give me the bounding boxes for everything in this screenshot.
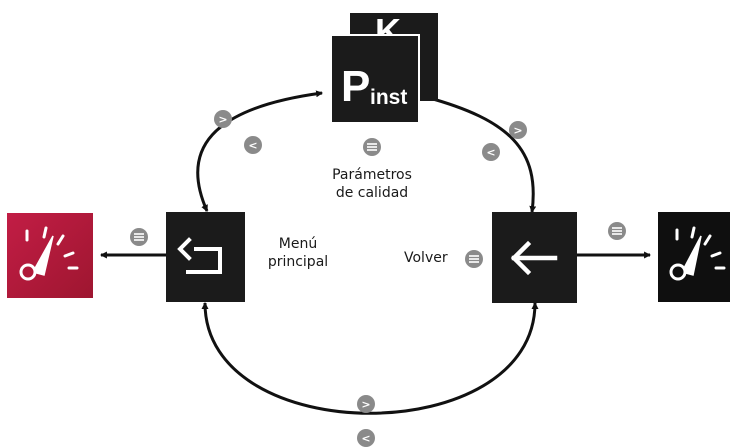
svg-text:<: < [361, 432, 370, 445]
main-menu-label: Menú principal [256, 235, 340, 271]
prev-badge-right-arc: < [482, 143, 500, 161]
quality-params-line1: Parámetros [332, 167, 412, 183]
pinst-letter: P [341, 62, 370, 111]
enter-badge-meter [608, 222, 626, 240]
main-menu-line2: principal [267, 254, 329, 270]
next-badge-left-arc: > [214, 110, 232, 128]
svg-text:>: > [218, 113, 227, 126]
arc-pinst-to-back [425, 95, 537, 214]
svg-text:<: < [486, 146, 495, 159]
main-menu-tile[interactable] [166, 212, 245, 302]
main-menu-line1: Menú [278, 236, 318, 252]
prev-badge-left-arc: < [244, 136, 262, 154]
enter-badge-main-menu [130, 228, 148, 246]
arc-menu-to-back-bottom [201, 301, 539, 415]
pinst-subscript: inst [370, 86, 407, 109]
pinst-tile-stack[interactable]: K P inst [330, 11, 438, 124]
gauge-icon [19, 226, 79, 281]
enter-badge-back [465, 250, 483, 268]
gauge-icon [669, 226, 726, 281]
back-tile[interactable] [492, 212, 577, 303]
pinst-tile [330, 34, 420, 124]
next-badge-bottom-arc: > [357, 395, 375, 413]
arc-menu-to-pinst [196, 90, 324, 212]
svg-text:>: > [513, 124, 522, 137]
next-badge-right-arc: > [509, 121, 527, 139]
meter-tile-active[interactable] [7, 213, 93, 298]
back-label: Volver [404, 250, 448, 266]
left-arrow-icon [510, 240, 558, 276]
meter-tile[interactable] [658, 212, 730, 302]
quality-params-label: Parámetros de calidad [316, 166, 428, 202]
prev-badge-bottom-arc: < [357, 429, 375, 447]
return-arrow-icon [177, 237, 222, 274]
svg-text:>: > [361, 398, 370, 411]
enter-badge-quality-params [363, 138, 381, 156]
svg-text:<: < [248, 139, 257, 152]
quality-params-line2: de calidad [335, 185, 409, 201]
